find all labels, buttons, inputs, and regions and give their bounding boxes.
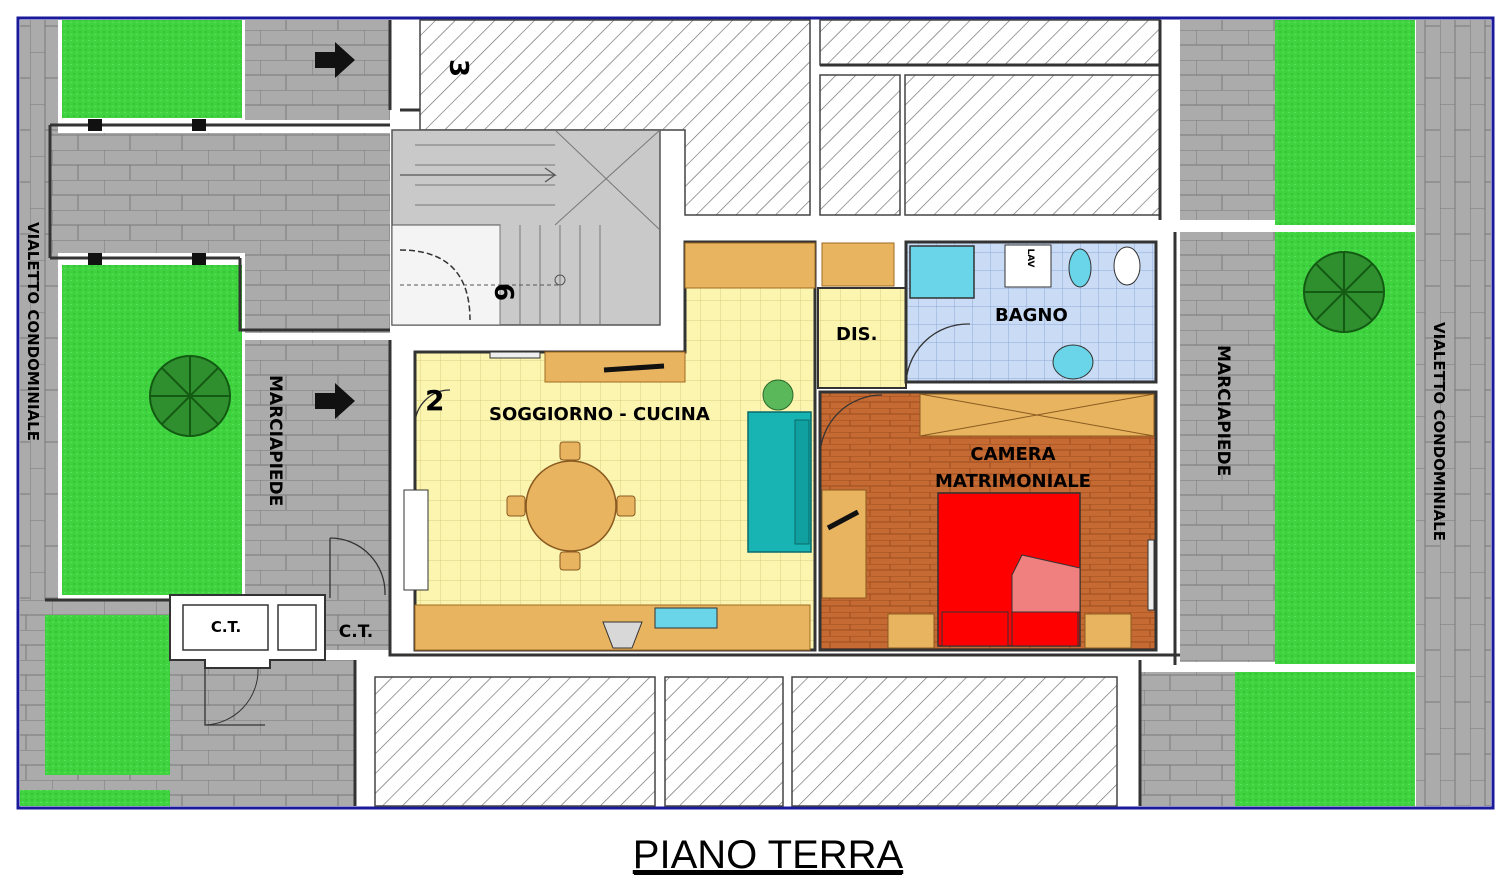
washbasin-cabinet <box>1004 244 1052 288</box>
unit-number-3: 3 <box>443 59 473 77</box>
technical-rooms <box>169 537 386 726</box>
ct-right-label: C.T. <box>339 622 373 642</box>
hatched-unit-top-right-b <box>819 74 901 216</box>
bedroom-label-line1: CAMERA <box>970 444 1055 465</box>
staircase <box>391 129 661 326</box>
wall-pillar <box>88 253 102 265</box>
shower <box>909 245 975 299</box>
paving-bottom-right <box>1140 672 1235 806</box>
page-title: PIANO TERRA <box>633 833 904 877</box>
arrow-right-icon <box>315 383 355 419</box>
hatched-unit-top-right-a <box>819 19 1161 66</box>
radiator-living <box>489 351 541 359</box>
garden-top-left <box>62 20 242 118</box>
hatched-unit-bottom-c <box>791 676 1118 807</box>
bedroom-label-line2: MATRIMONIALE <box>935 471 1091 492</box>
walkway-left-paving <box>20 20 58 600</box>
sidewalk-right <box>1180 232 1275 662</box>
garden-bottom-right <box>1235 672 1415 806</box>
kitchen-wall-cabinets <box>684 242 816 289</box>
sink <box>1052 344 1094 380</box>
living-kitchen-label: SOGGIORNO - CUCINA <box>489 404 710 425</box>
hatched-unit-bottom-a <box>374 676 656 807</box>
sink-tag: LAV <box>1025 248 1035 267</box>
paving-top-right <box>1180 20 1275 220</box>
walkway-right-label: VIALETTO CONDOMINIALE <box>1430 322 1448 541</box>
plant <box>762 379 794 411</box>
wall-pillar <box>88 119 102 131</box>
hatched-unit-top-right-c <box>904 74 1161 216</box>
nightstand-left <box>887 613 935 649</box>
unit-number-2: 2 <box>425 384 444 417</box>
bidet <box>1068 248 1092 288</box>
walkway-right-paving <box>1416 20 1491 806</box>
tree-icon <box>149 355 231 437</box>
hatched-unit-bottom-b <box>664 676 784 807</box>
desk <box>821 489 867 599</box>
garden-bottom-left <box>45 615 170 775</box>
paving-bottom-left <box>170 660 355 806</box>
walls <box>45 20 1180 806</box>
bathroom-label: BAGNO <box>995 305 1068 326</box>
paving-top-left <box>245 20 390 120</box>
garden-top-right <box>1275 20 1415 225</box>
sidewalk-right-label: MARCIAPIEDE <box>1213 345 1233 476</box>
garden-left <box>62 265 242 595</box>
entry-door-arc <box>414 389 451 426</box>
toilet <box>1113 246 1141 286</box>
sidewalk-left-label: MARCIAPIEDE <box>265 375 285 506</box>
tree-icon <box>1303 251 1385 333</box>
bathroom-room <box>904 240 1158 389</box>
hallway <box>817 242 907 389</box>
dining-table <box>506 441 636 571</box>
radiator-bedroom <box>1147 539 1155 611</box>
living-kitchen-room <box>403 240 817 652</box>
bed-cover <box>1011 554 1081 613</box>
wall-pillar <box>192 119 206 131</box>
window-living <box>403 489 429 591</box>
kitchen-hob <box>602 621 643 649</box>
nightstand-right <box>1084 613 1132 649</box>
wall-pillar <box>192 253 206 265</box>
paving-entry-strip <box>245 253 390 333</box>
unit-number-6: 6 <box>488 283 518 301</box>
hallway-cabinet <box>821 242 895 287</box>
walkway-left-label: VIALETTO CONDOMINIALE <box>24 222 42 441</box>
bedroom-room <box>818 390 1158 652</box>
kitchen-sink <box>654 607 718 629</box>
ct-left-label: C.T. <box>211 618 241 636</box>
arrow-right-icon <box>315 42 355 78</box>
paving-mid-left <box>50 133 390 253</box>
hallway-label: DIS. <box>836 324 877 345</box>
